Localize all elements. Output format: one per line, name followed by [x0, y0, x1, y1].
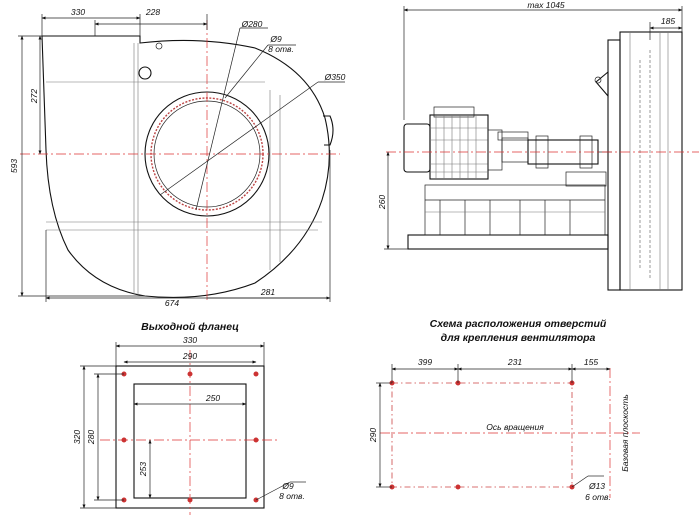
- mounting-holes-scheme: Схема расположения отверстий для креплен…: [368, 318, 640, 502]
- dim-185: 185: [661, 16, 675, 26]
- holes-dim-399: 399: [418, 357, 432, 367]
- dim-holes-8: 8 отв.: [268, 44, 294, 54]
- dim-max-1045: max 1045: [527, 0, 565, 10]
- dim-228: 228: [145, 7, 160, 17]
- holes-frame: [391, 382, 573, 488]
- dim-674: 674: [165, 298, 179, 308]
- base-frame: [407, 234, 609, 250]
- flange-title: Выходной фланец: [141, 321, 239, 333]
- flange-dim-280: 280: [86, 430, 96, 445]
- holes-dim-155: 155: [584, 357, 598, 367]
- dim-281: 281: [260, 287, 275, 297]
- flange-dim-330: 330: [183, 335, 197, 345]
- side-handle: [323, 115, 334, 146]
- dim-dia-350: Ø350: [324, 72, 346, 82]
- flange-dim-290: 290: [182, 351, 197, 361]
- holes-dim-dia-13: Ø13: [588, 481, 605, 491]
- base-plane-label: Базовая плоскость: [620, 394, 630, 472]
- flange-dim-dia-9: Ø9: [281, 481, 294, 491]
- fan-front-view: 330 228 272 593 674 281 Ø280 Ø9 8 отв. Ø…: [9, 7, 346, 308]
- dim-593: 593: [9, 159, 19, 173]
- housing-ribs: [46, 43, 322, 295]
- flange-dim-250: 250: [205, 393, 220, 403]
- fan-side-view: max 1045 185 260: [377, 0, 699, 291]
- electric-motor: [403, 106, 503, 180]
- holes-title-line1: Схема расположения отверстий: [430, 318, 607, 330]
- mounting-hole-points: [389, 380, 575, 490]
- holes-dim-count-6: 6 отв.: [585, 492, 611, 502]
- flange-dim-holes-8: 8 отв.: [279, 491, 305, 501]
- rotation-axis-label: Ось вращения: [486, 422, 544, 432]
- holes-title-line2: для крепления вентилятора: [441, 332, 596, 344]
- flange-bolt-holes: [121, 371, 259, 503]
- shaft-assembly: [497, 131, 612, 187]
- mounting-hole: [138, 66, 152, 80]
- holes-dim-231: 231: [507, 357, 522, 367]
- flange-dim-253: 253: [138, 462, 148, 477]
- dim-260: 260: [377, 195, 387, 210]
- fan-housing-side: [594, 31, 683, 291]
- flange-dim-320: 320: [72, 430, 82, 444]
- dim-330: 330: [71, 7, 85, 17]
- outlet-flange: Выходной фланец 330 290 25: [72, 321, 306, 515]
- dim-dia-9: Ø9: [269, 34, 282, 44]
- dim-dia-280: Ø280: [241, 19, 263, 29]
- volute-housing: [41, 35, 330, 298]
- dim-272: 272: [29, 89, 39, 104]
- holes-dim-290: 290: [368, 428, 378, 443]
- base-structure: [424, 184, 606, 236]
